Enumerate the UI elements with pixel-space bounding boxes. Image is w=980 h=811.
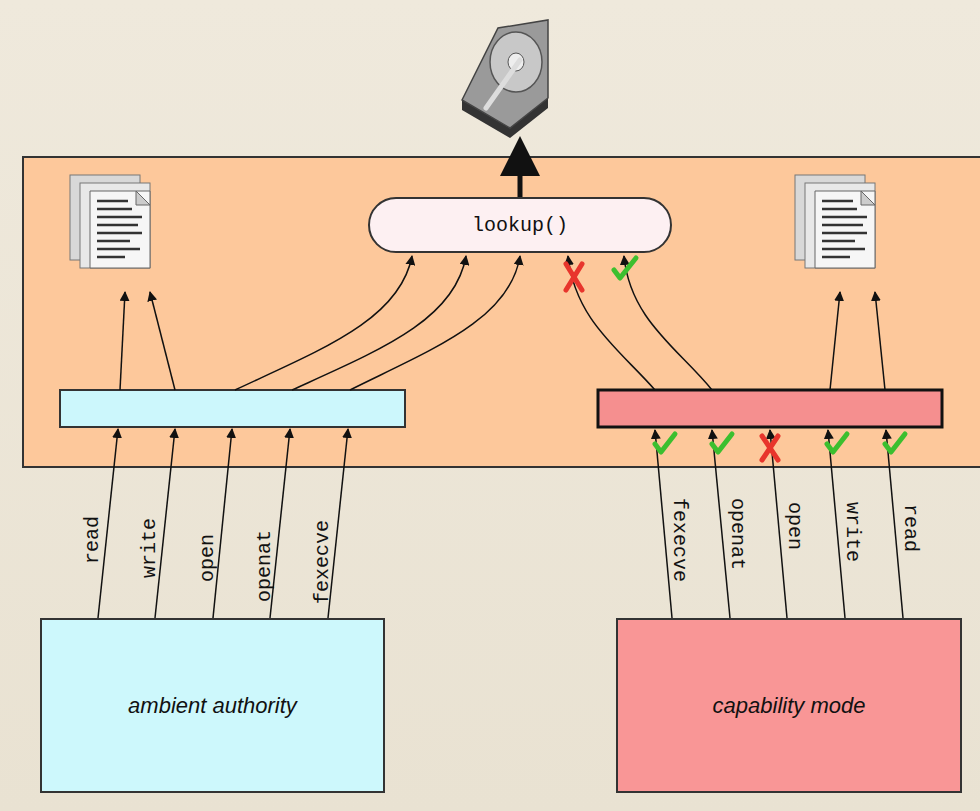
allowed-check <box>614 258 905 452</box>
syscall-label: openat <box>255 530 275 602</box>
call-arrows <box>120 256 885 390</box>
syscall-label: open <box>784 502 804 550</box>
file-icon <box>70 175 150 268</box>
syscall-bar <box>598 390 942 427</box>
hard-disk-icon <box>462 20 548 138</box>
mode-box: capability mode <box>616 618 962 793</box>
syscall-label: fexecve <box>669 498 689 582</box>
mode-box: ambient authority <box>40 618 385 793</box>
syscall-label: read <box>83 516 103 564</box>
disk-arrow <box>518 144 523 197</box>
syscall-label: write <box>140 518 160 578</box>
syscall-label: read <box>900 504 920 552</box>
node-label: lookup() <box>472 214 568 237</box>
file-icon <box>795 175 875 268</box>
syscall-label: openat <box>727 498 747 570</box>
node-label: ambient authority <box>128 693 297 719</box>
syscall-label: write <box>842 502 862 562</box>
node-label: capability mode <box>713 693 866 719</box>
kernel-panel <box>23 157 980 467</box>
denied-cross <box>566 264 778 460</box>
syscall-label: open <box>198 534 218 582</box>
syscall-bar <box>60 390 405 427</box>
syscall-arrows <box>98 429 903 618</box>
syscall-label: fexecve <box>313 520 333 604</box>
lookup-box: lookup() <box>368 197 672 253</box>
